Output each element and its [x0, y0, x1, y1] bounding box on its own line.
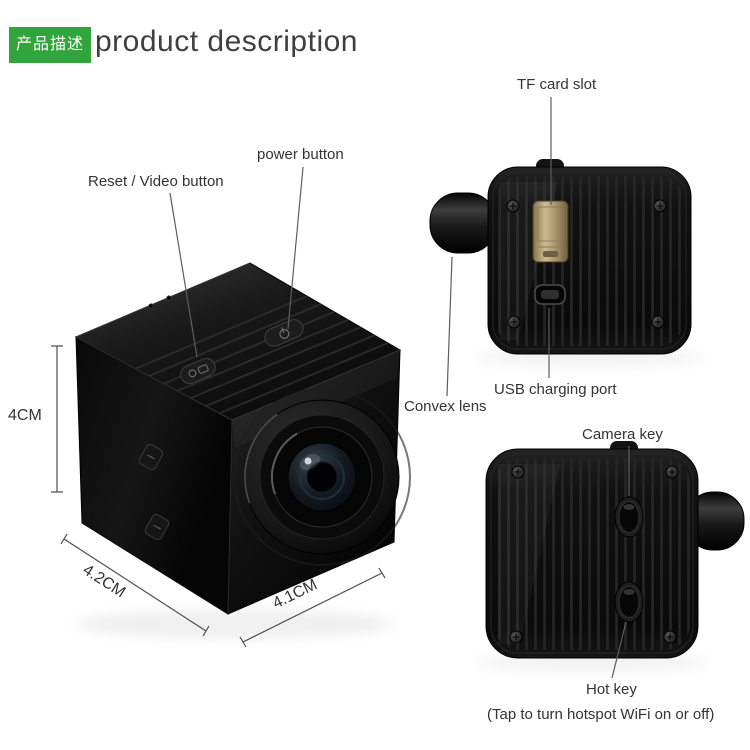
label-convex-lens: Convex lens — [404, 398, 487, 415]
screw-icon — [506, 199, 520, 213]
body-inner-edge — [490, 453, 694, 654]
camera-side-view-keys — [474, 441, 745, 672]
body-inner-edge — [492, 171, 687, 350]
edge-highlight — [227, 419, 233, 615]
label-reset-video-button: Reset / Video button — [88, 173, 224, 190]
mic-hole-icon — [148, 303, 154, 309]
edge-highlight — [231, 349, 401, 421]
label-usb-charging-port: USB charging port — [494, 381, 617, 398]
edge-highlight — [75, 336, 233, 421]
tf-card-slot-part — [532, 200, 569, 263]
front-face-button-lower — [144, 513, 170, 541]
screw-icon — [509, 630, 523, 644]
label-camera-key: Camera key — [582, 426, 663, 443]
dimension-height: 4CM — [8, 407, 42, 424]
product-description-badge-cn: 产品描述 — [9, 27, 92, 63]
power-button-part — [264, 319, 304, 347]
dim-tick — [202, 625, 210, 637]
label-hot-key: Hot key — [586, 681, 637, 698]
dim-line-side-width — [242, 572, 383, 643]
label-power-button: power button — [257, 146, 344, 163]
screw-icon — [651, 315, 665, 329]
camera-side-view-tf — [429, 159, 705, 367]
edge-highlight — [75, 262, 251, 338]
convex-lens-part — [233, 388, 411, 566]
leader-lines — [169, 97, 630, 679]
usb-port-part — [534, 284, 566, 305]
screw-icon — [663, 630, 677, 644]
label-tf-card-slot: TF card slot — [517, 76, 597, 93]
gloss — [498, 464, 560, 644]
leader-convex-lens — [446, 256, 453, 397]
screw-icon — [511, 465, 525, 479]
leader-hot-key — [611, 621, 627, 679]
front-face-button-upper — [138, 443, 164, 471]
mic-hole-icon — [166, 295, 172, 301]
dimension-lines — [51, 345, 386, 648]
dim-tick — [239, 636, 247, 648]
dim-tick — [60, 533, 68, 545]
screw-icon — [507, 315, 521, 329]
main-camera-shadow — [75, 609, 395, 639]
screw-icon — [653, 199, 667, 213]
main-camera-image — [74, 262, 411, 639]
convex-lens-side-part — [429, 192, 497, 254]
reset-video-button-part — [180, 357, 216, 385]
camera-key-part — [614, 496, 644, 538]
dim-line-front-width — [63, 538, 207, 632]
dim-tick — [378, 567, 386, 579]
leader-power-button — [287, 166, 304, 330]
label-hot-key-note: (Tap to turn hotspot WiFi on or off) — [487, 706, 715, 723]
hot-key-part — [614, 581, 644, 623]
page-title: product description — [95, 25, 358, 58]
screw-icon — [665, 465, 679, 479]
leader-reset-video-button — [169, 192, 198, 358]
